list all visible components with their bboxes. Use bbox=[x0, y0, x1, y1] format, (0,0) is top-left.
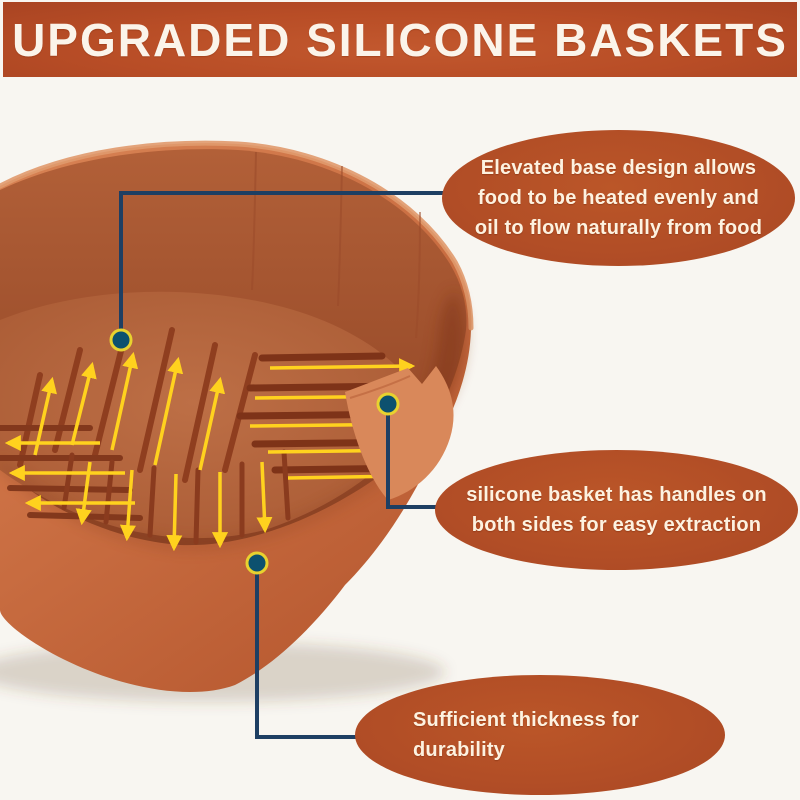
callout-thickness: Sufficient thickness for durability bbox=[355, 675, 725, 795]
airflow-arrows-left bbox=[4, 434, 135, 512]
callout-text-line: durability bbox=[413, 739, 506, 761]
callout-leader-line-handles bbox=[386, 404, 440, 509]
callout-anchor-dot bbox=[245, 551, 269, 575]
callout-text-line: oil to flow naturally from food bbox=[474, 217, 763, 239]
callout-text-line: Sufficient thickness for bbox=[413, 709, 639, 731]
callout-text-line: food to be heated evenly and bbox=[477, 187, 760, 209]
callout-anchor-dot bbox=[376, 392, 400, 416]
basket-rim-highlight bbox=[0, 140, 474, 331]
title-banner: UPGRADED SILICONE BASKETS bbox=[3, 2, 797, 77]
callout-leader-lines bbox=[119, 191, 448, 739]
basket-wall-seams bbox=[251, 151, 421, 339]
callout-anchor-dots bbox=[109, 328, 400, 575]
callout-elevated-base: Elevated base design allows food to be h… bbox=[442, 130, 795, 266]
page-title: UPGRADED SILICONE BASKETS bbox=[12, 13, 788, 66]
airflow-arrows-down bbox=[75, 461, 273, 552]
callout-handles: silicone basket has handles on both side… bbox=[435, 450, 798, 570]
callout-text-line: Elevated base design allows bbox=[480, 157, 757, 179]
callout-anchor-dot bbox=[109, 328, 133, 352]
floor-ridges-bottom bbox=[61, 449, 291, 545]
callout-leader-line-thickness bbox=[255, 563, 362, 739]
callout-text-line: both sides for easy extraction bbox=[471, 514, 762, 536]
basket-handle-edge bbox=[349, 375, 411, 399]
callout-text-line: silicone basket has handles on bbox=[466, 484, 767, 506]
basket-handle bbox=[345, 366, 454, 500]
callout-leader-line-elevated-base bbox=[119, 191, 448, 340]
basket-interior-corner-shadow bbox=[398, 290, 465, 456]
